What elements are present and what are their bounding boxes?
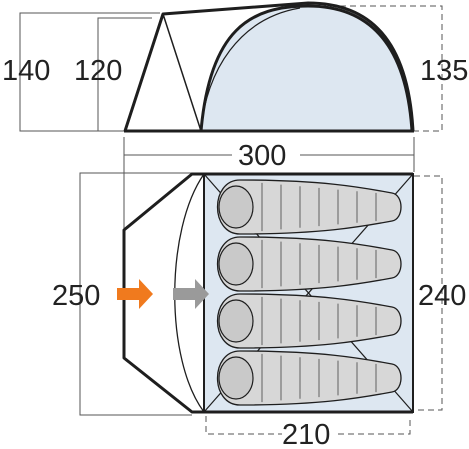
side-outer-tent xyxy=(123,1,415,132)
side-view: 140 120 135 300 xyxy=(2,1,468,230)
inner-width-dimension-line xyxy=(414,175,443,411)
length-dimension xyxy=(123,137,415,230)
inner-length-label: 210 xyxy=(282,419,330,449)
sleeping-bag-body xyxy=(217,236,402,292)
overall-height-label: 140 xyxy=(2,55,50,87)
inner-door-arrow xyxy=(173,279,209,309)
sleeping-bag-hood xyxy=(218,185,254,229)
sleeping-bag-hood xyxy=(218,242,254,286)
porch-height-dimension-line xyxy=(97,17,152,131)
sleeping-bag-body xyxy=(217,350,402,406)
inner-length-dimension-line xyxy=(205,416,282,435)
sleeping-bag xyxy=(217,350,402,406)
overall-width-label: 250 xyxy=(52,280,100,312)
inner-height-label: 135 xyxy=(420,55,468,87)
inner-width-label: 240 xyxy=(418,280,466,312)
inner-height-dimension-line xyxy=(290,5,443,132)
top-dimension-lines xyxy=(79,172,443,435)
outer-door-arrow xyxy=(117,279,153,309)
side-dimension-lines xyxy=(19,5,443,132)
sleeping-bag xyxy=(217,236,402,292)
sleeping-bag xyxy=(217,179,402,235)
side-inner-curve xyxy=(200,7,301,132)
side-porch-pole xyxy=(162,13,202,132)
sleeping-bag-hood xyxy=(218,299,254,343)
sleeping-bag-body xyxy=(217,179,402,235)
sleeping-bag-hood xyxy=(218,356,254,400)
sleeping-bags xyxy=(217,179,402,406)
top-view: 250 240 210 xyxy=(52,172,466,449)
sleeping-bag-body xyxy=(217,293,402,349)
length-label: 300 xyxy=(238,140,286,172)
sleeping-bag xyxy=(217,293,402,349)
side-inner-tent xyxy=(199,4,414,133)
porch-height-label: 120 xyxy=(74,55,122,87)
overall-height-dimension-line xyxy=(19,12,160,132)
overall-width-dimension-line xyxy=(79,172,192,416)
